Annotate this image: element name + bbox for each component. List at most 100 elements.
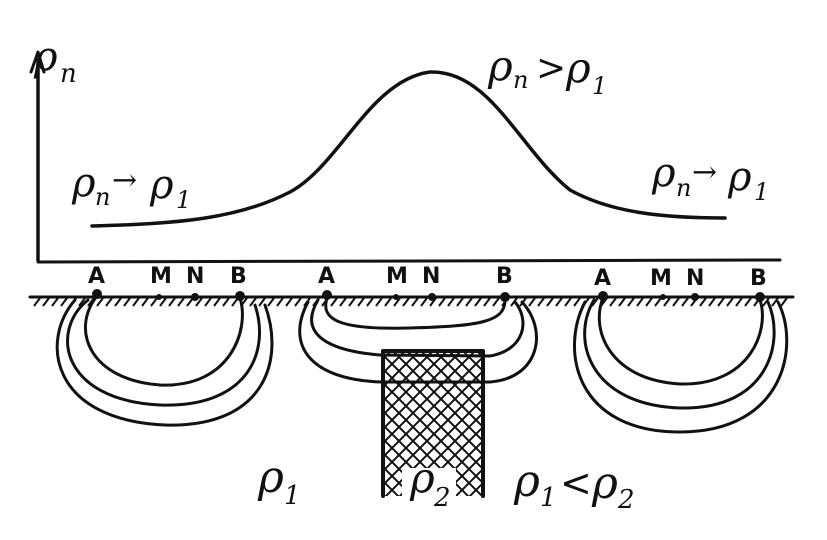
y-axis-label-sub: п <box>60 59 77 89</box>
ground-hatch-mark <box>618 297 626 307</box>
ground-hatch-mark <box>78 297 86 307</box>
relation-lt: < <box>560 461 592 505</box>
electrode-label-b: B <box>496 264 513 289</box>
ground-hatch-mark <box>771 297 779 307</box>
electrode-m <box>156 294 162 300</box>
ground-hatch-mark <box>438 297 446 307</box>
left-rho: ρ <box>71 160 96 206</box>
ground-hatch-mark <box>177 297 185 307</box>
ground-hatch-mark <box>294 297 302 307</box>
electrode-label-a: A <box>318 264 335 289</box>
relation-rho2-sub: 2 <box>617 485 635 515</box>
ground-hatch-mark <box>375 297 383 307</box>
electrode-label-m: M <box>150 264 172 289</box>
electrode-label-a: A <box>88 264 105 289</box>
ground-hatch-mark <box>645 297 653 307</box>
electrode-label-n: N <box>422 264 440 289</box>
ground-hatch-mark <box>276 297 284 307</box>
electrode-label-a: A <box>594 266 611 291</box>
electrode-b <box>500 292 510 302</box>
ground-hatch-mark <box>762 297 770 307</box>
ground-hatch-mark <box>249 297 257 307</box>
peak-rho: ρ <box>487 41 513 90</box>
annotation-left: ρ п → ρ 1 <box>71 160 191 214</box>
ground-hatch-mark <box>60 297 68 307</box>
ground-hatch-mark <box>51 297 59 307</box>
y-axis-label-rho: ρ <box>33 34 58 80</box>
ground-hatch-mark <box>726 297 734 307</box>
ground-hatch-mark <box>222 297 230 307</box>
ground-hatch-mark <box>699 297 707 307</box>
peak-rho1-sub: 1 <box>592 72 607 100</box>
ground-hatch-mark <box>744 297 752 307</box>
ground-hatch-mark <box>780 297 788 307</box>
ground-hatch-mark <box>636 297 644 307</box>
ground-hatch-mark <box>159 297 167 307</box>
right-arrow-icon: → <box>692 155 717 190</box>
ground-hatch-mark <box>492 297 500 307</box>
ground-hatch-mark <box>456 297 464 307</box>
electrode-label-b: B <box>230 264 247 289</box>
ground-hatch-mark <box>411 297 419 307</box>
label-host-medium: ρ 1 <box>257 452 301 511</box>
ground-hatch-mark <box>627 297 635 307</box>
ground-hatch-mark <box>339 297 347 307</box>
ground-hatch-mark <box>708 297 716 307</box>
current-line-outer <box>55 298 274 427</box>
body-rho: ρ <box>409 453 435 502</box>
ground-surface <box>28 295 795 307</box>
ground-hatch-mark <box>735 297 743 307</box>
ground-hatch-mark <box>42 297 50 307</box>
ground-hatch-mark <box>609 297 617 307</box>
peak-gt: > <box>536 48 566 89</box>
current-line-inner <box>597 296 764 386</box>
ground-hatch-mark <box>132 297 140 307</box>
conductive-body-rho2 <box>381 349 485 508</box>
electrode-label-n: N <box>686 266 704 291</box>
right-rho1: ρ <box>727 154 752 200</box>
current-line-inner <box>324 296 507 330</box>
label-body-medium: ρ 2 <box>409 453 451 513</box>
ground-hatch-mark <box>537 297 545 307</box>
current-line-middle <box>583 298 776 410</box>
ground-hatch-mark <box>213 297 221 307</box>
ground-hatch-mark <box>573 297 581 307</box>
ground-hatch-mark <box>150 297 158 307</box>
electrode-m <box>393 294 399 300</box>
current-line-inner <box>84 294 244 387</box>
host-sub: 1 <box>284 481 301 511</box>
ground-hatch-mark <box>564 297 572 307</box>
electrode-b <box>235 291 245 301</box>
electrode-label-n: N <box>186 264 204 289</box>
electrode-n <box>428 293 436 301</box>
ground-hatch-mark <box>96 297 104 307</box>
ground-hatch-mark <box>204 297 212 307</box>
right-rho1-sub: 1 <box>754 178 769 206</box>
annotation-right: ρ п → ρ 1 <box>651 150 769 206</box>
label-relation: ρ 1 < ρ 2 <box>513 456 635 515</box>
body-sub: 2 <box>433 483 451 513</box>
ground-hatch-mark <box>555 297 563 307</box>
body-label-backdrop <box>402 468 456 508</box>
electrode-array-right: A M N B <box>573 266 789 434</box>
electrode-a <box>322 290 332 300</box>
ground-hatch-mark <box>663 297 671 307</box>
right-rho: ρ <box>651 150 676 196</box>
ground-hatch-mark <box>447 297 455 307</box>
left-sub: п <box>95 183 110 211</box>
y-axis-label: ρ п <box>33 34 77 89</box>
ground-hatch-mark <box>402 297 410 307</box>
ground-hatch-mark <box>474 297 482 307</box>
apparent-resistivity-curve <box>90 70 727 228</box>
ground-hatch-mark <box>357 297 365 307</box>
body-outline <box>381 349 485 498</box>
ground-hatch-mark <box>672 297 680 307</box>
ground-hatch-mark <box>33 297 41 307</box>
electrode-label-m: M <box>650 266 672 291</box>
current-line-outer <box>573 300 789 434</box>
ground-hatch-mark <box>168 297 176 307</box>
electrode-array-left: A M N B <box>55 264 274 427</box>
ground-hatch-mark <box>114 297 122 307</box>
electrode-n <box>191 293 199 301</box>
